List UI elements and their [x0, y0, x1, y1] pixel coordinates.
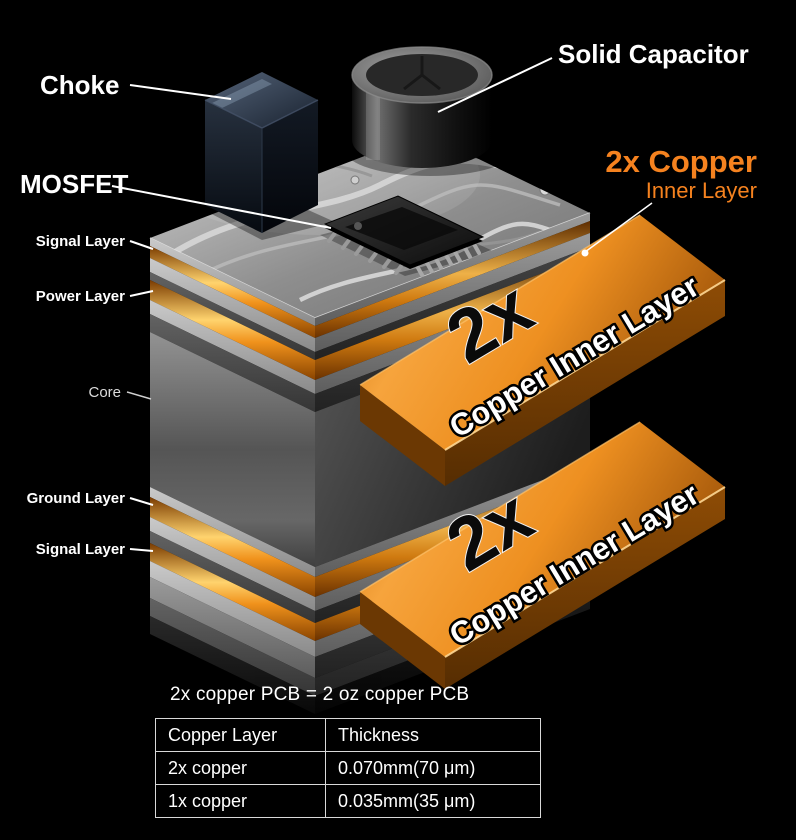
- signal-top-leader-line: [129, 240, 154, 250]
- core-leader-line: [126, 391, 152, 400]
- mosfet-label: MOSFET: [20, 169, 128, 199]
- lower-copper-slab: 2x Copper Inner Layer: [359, 421, 726, 689]
- table-header-row: Copper Layer Thickness: [155, 718, 541, 752]
- header-copper-layer: Copper Layer: [155, 718, 326, 752]
- cell-2x-copper: 2x copper: [155, 751, 326, 785]
- copper-callout-title: 2x Copper: [605, 144, 757, 179]
- capacitor-label: Solid Capacitor: [558, 39, 749, 69]
- mosfet-component: [323, 195, 485, 277]
- signal-bottom-leader-line: [129, 548, 154, 552]
- cell-1x-copper: 1x copper: [155, 784, 326, 818]
- layer-gap-1: [150, 247, 590, 360]
- cell-1x-thickness: 0.035mm(35 μm): [325, 784, 541, 818]
- cell-2x-thickness: 0.070mm(70 μm): [325, 751, 541, 785]
- copper-callout-subtitle: Inner Layer: [646, 178, 757, 203]
- header-thickness: Thickness: [325, 718, 541, 752]
- choke-leader-line: [129, 84, 232, 100]
- table-row: 1x copper 0.035mm(35 μm): [155, 784, 541, 818]
- copper-leader-line: [584, 202, 653, 253]
- signal-bottom-label: Signal Layer: [36, 541, 125, 558]
- signal-top-label: Signal Layer: [36, 233, 125, 250]
- layer-prepreg-3: [150, 462, 590, 577]
- capacitor-component: [351, 46, 493, 168]
- callouts: Choke Solid Capacitor MOSFET 2x Copper I…: [20, 39, 757, 558]
- layer-prepreg-1: [150, 233, 590, 352]
- power-leader-line: [129, 290, 154, 297]
- copper-spec-table: Copper Layer Thickness 2x copper 0.070mm…: [155, 718, 541, 818]
- core-label: Core: [88, 384, 121, 401]
- table-row: 2x copper 0.070mm(70 μm): [155, 751, 541, 785]
- layer-substrate-top: [150, 213, 590, 326]
- copper-leader-dot: [581, 249, 589, 257]
- choke-component: [204, 72, 319, 233]
- layer-signal-top: [150, 221, 590, 338]
- mosfet-leader-line: [111, 185, 332, 229]
- choke-label: Choke: [40, 70, 119, 100]
- table-caption: 2x copper PCB = 2 oz copper PCB: [170, 684, 470, 705]
- capacitor-leader-line: [437, 57, 553, 113]
- ground-leader-line: [129, 497, 154, 506]
- ground-label: Ground Layer: [27, 490, 126, 507]
- power-label: Power Layer: [36, 288, 125, 305]
